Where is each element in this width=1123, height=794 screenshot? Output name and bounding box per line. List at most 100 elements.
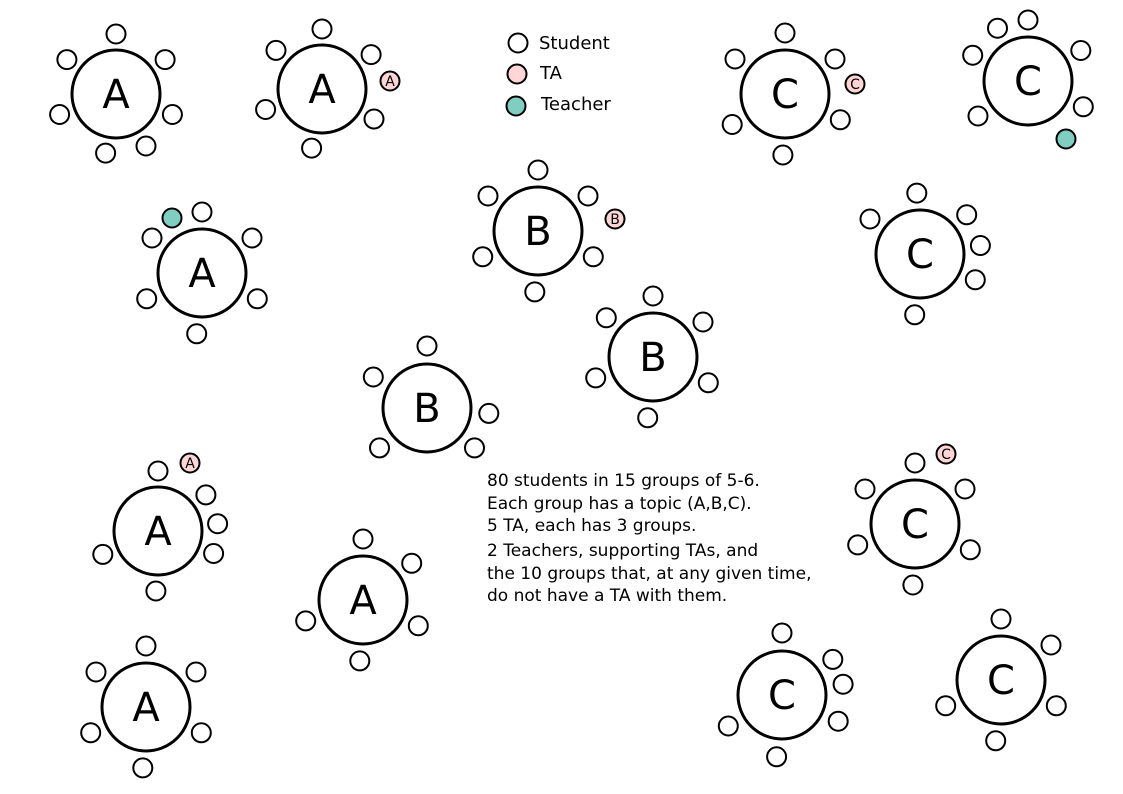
student-seat [954,478,976,500]
group-table-9: B [585,285,719,429]
student-seat [362,366,384,388]
student-seat [141,227,163,249]
student-seat [1017,9,1039,31]
table-circle [874,208,966,300]
student-seat [717,715,739,737]
ta-topic-label: C [941,447,951,463]
group-table-8: B [362,335,500,459]
table-topic-label: C [771,72,799,118]
table-topic-label: C [768,673,796,719]
student-seat [827,710,849,732]
student-seat [360,44,382,66]
student-seat [49,104,71,125]
table-circle [955,634,1047,726]
student-seat [585,367,607,389]
student-seat [85,661,107,683]
student-seat [766,746,788,768]
student-seat [935,695,957,717]
student-seat [132,757,154,779]
student-seat [401,552,423,574]
table-topic-label: B [524,209,551,255]
student-seat [135,135,157,157]
student-seat [363,108,385,130]
student-seat [847,534,869,556]
table-topic-label: C [901,502,929,548]
legend-teacher-swatch [505,95,527,117]
note-line: do not have a TA with them. [487,586,727,606]
student-seat [1070,40,1092,61]
student-seat [859,208,881,230]
table-circle [317,554,409,646]
student-seat [692,311,714,333]
student-seat [824,48,846,70]
legend-ta-swatch [506,63,528,85]
student-seat [902,574,924,596]
student-seat [301,137,323,159]
table-circle [869,478,961,570]
note-line: 5 TA, each has 3 groups. [487,516,696,536]
student-seat [822,648,844,670]
table-circle [982,35,1074,127]
table-circle [607,311,699,403]
student-seat [906,182,928,204]
student-seat [191,201,213,223]
table-circle [70,48,162,140]
ta-topic-label: A [385,74,395,90]
student-seat [95,142,117,164]
group-table-11: CC [847,443,981,596]
group-table-15: C [935,608,1067,752]
student-seat [105,23,127,45]
student-seat [145,580,167,602]
student-seat [190,722,212,744]
table-circle [100,661,192,753]
student-seat [642,285,664,307]
ta-seat [179,452,201,474]
student-seat [959,539,981,561]
student-seat [80,722,102,744]
student-seat [1040,634,1062,656]
student-seat [92,543,114,565]
student-seat [136,288,158,310]
legend: Student TA Teacher [505,32,611,117]
group-table-1: A [49,23,183,164]
group-table-5: A [136,201,268,345]
table-circle [112,485,204,577]
student-seat [207,513,229,535]
table-topic-label: A [132,685,160,731]
student-seat [246,288,268,310]
student-seat [203,543,225,564]
student-seat [352,528,374,550]
student-seat [774,22,796,44]
table-topic-label: A [188,251,216,297]
student-seat [956,204,978,226]
student-seat [154,49,176,71]
student-seat [829,109,851,131]
table-topic-label: A [102,72,130,118]
student-seat [904,452,926,474]
student-seat [721,114,743,135]
student-seat [265,39,287,61]
table-circle [381,362,473,454]
student-seat [854,478,876,500]
student-seat [56,49,78,71]
table-circle [739,48,831,140]
student-seat [1072,96,1094,118]
student-seat [311,18,333,40]
student-seat [161,104,183,125]
notes-block: 80 students in 15 groups of 5-6. Each gr… [487,471,811,606]
student-seat [255,99,277,120]
table-topic-label: A [308,67,336,113]
table-topic-label: A [349,578,377,624]
student-seat [195,484,217,506]
student-seat [416,335,438,357]
table-topic-label: B [413,386,440,432]
ta-topic-label: B [610,212,620,228]
legend-student-label: Student [539,33,610,54]
group-table-7: C [859,182,991,326]
note-line: 80 students in 15 groups of 5-6. [487,471,760,491]
student-seat [772,144,794,166]
student-seat [477,185,499,207]
student-seat [186,323,208,345]
student-seat [185,661,207,683]
